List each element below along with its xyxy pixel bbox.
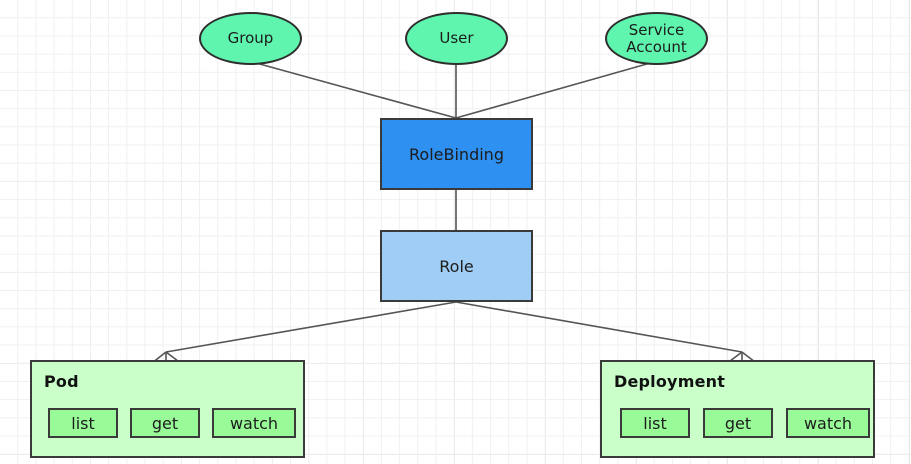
rolebinding-label: RoleBinding xyxy=(409,144,504,164)
subject-label-service-account-line2: Account xyxy=(626,37,687,56)
verb-box-pod-get[interactable]: get xyxy=(130,408,200,438)
verb-label-pod-watch: watch xyxy=(229,413,279,433)
role-label: Role xyxy=(439,256,474,276)
role-node[interactable]: Role xyxy=(380,230,533,302)
verb-box-pod-list[interactable]: list xyxy=(48,408,118,438)
subject-label-group: Group xyxy=(227,29,274,48)
verb-box-pod-watch[interactable]: watch xyxy=(212,408,296,438)
subject-node-user[interactable]: User xyxy=(405,12,508,65)
edge-serviceaccount-to-rolebinding xyxy=(455,59,662,119)
edge-group-to-rolebinding xyxy=(244,59,457,119)
verb-label-pod-get: get xyxy=(151,413,179,433)
subject-node-service-account[interactable]: Service Account xyxy=(605,12,708,65)
edge-role-to-pod-hub xyxy=(165,301,457,353)
resource-group-title-pod: Pod xyxy=(44,372,79,391)
verb-label-deployment-get: get xyxy=(724,413,752,433)
subject-node-group[interactable]: Group xyxy=(199,12,302,65)
verb-box-deployment-watch[interactable]: watch xyxy=(786,408,870,438)
verb-label-deployment-list: list xyxy=(643,413,667,433)
verb-box-deployment-get[interactable]: get xyxy=(703,408,773,438)
edge-role-to-deployment-hub xyxy=(455,301,743,353)
verb-label-pod-list: list xyxy=(71,413,95,433)
resource-group-title-deployment: Deployment xyxy=(614,372,726,391)
subject-label-service-account-line1: Service xyxy=(628,20,685,39)
subject-label-user: User xyxy=(439,29,474,48)
rolebinding-node[interactable]: RoleBinding xyxy=(380,118,533,190)
verb-label-deployment-watch: watch xyxy=(803,413,853,433)
verb-box-deployment-list[interactable]: list xyxy=(620,408,690,438)
